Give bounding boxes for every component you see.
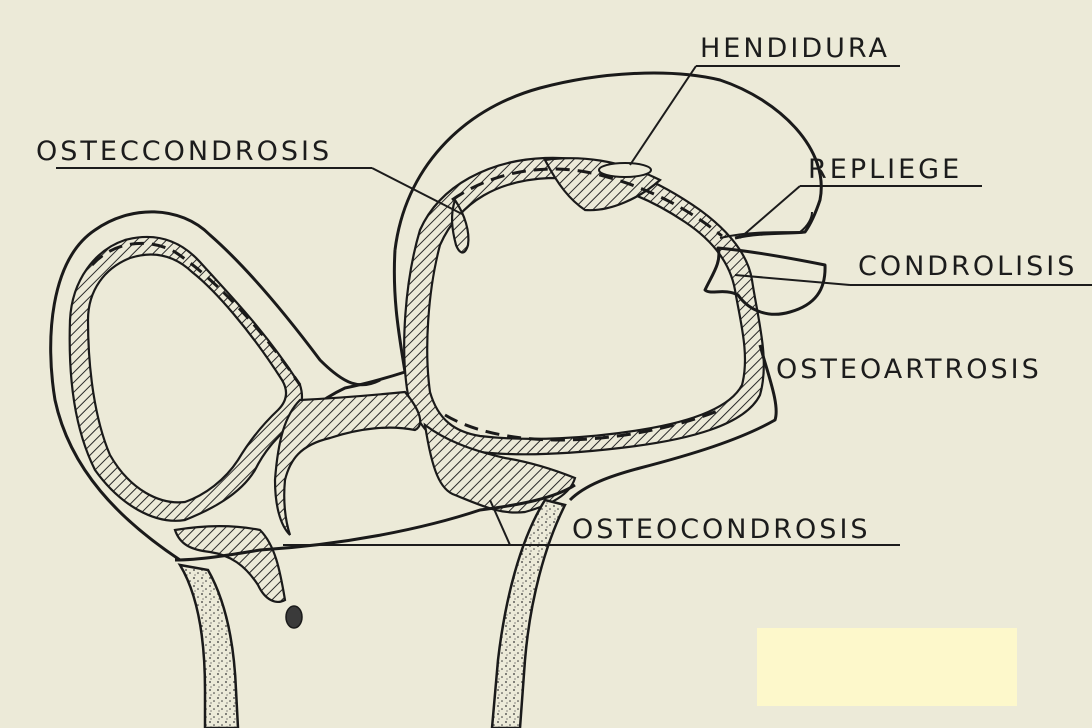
label-osteocondrosis-top: OSTECCONDROSIS xyxy=(36,136,332,167)
hendidura-slit xyxy=(599,163,651,177)
loose-body xyxy=(286,606,302,628)
label-osteoartrosis-group: OSTEOARTROSIS xyxy=(776,354,1042,385)
sticky-note xyxy=(757,628,1017,706)
label-repliege: REPLIEGE xyxy=(808,154,962,185)
label-condrolisis: CONDROLISIS xyxy=(858,251,1077,282)
label-osteoartrosis: OSTEOARTROSIS xyxy=(776,354,1042,385)
label-osteocondrosis-bottom: OSTEOCONDROSIS xyxy=(572,514,871,545)
label-hendidura: HENDIDURA xyxy=(700,33,890,64)
